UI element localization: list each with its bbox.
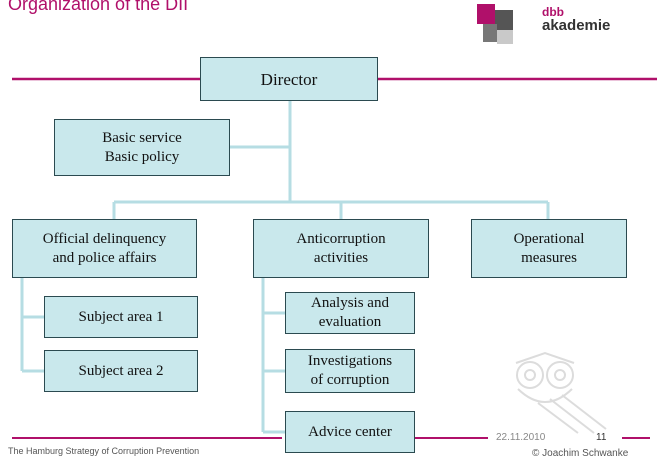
official-delinquency-box: Official delinquency and police affairs <box>12 219 197 278</box>
operational-measures-box: Operational measures <box>471 219 627 278</box>
operational-measures-line-2: measures <box>521 249 577 266</box>
logo-line-1: dbb <box>542 5 564 19</box>
dbb-akademie-logo: dbb akademie <box>542 5 611 34</box>
slide-title: Organization of the DII <box>8 0 189 14</box>
analysis-evaluation-line-1: Analysis and <box>311 295 389 311</box>
subject-area-1-label: Subject area 1 <box>78 308 164 325</box>
footer-date: 22.11.2010 <box>496 432 546 443</box>
anticorruption-line-1: Anticorruption <box>296 230 386 247</box>
subject-area-2-box: Subject area 2 <box>44 350 198 392</box>
anticorruption-line-2: activities <box>313 249 369 266</box>
logo-line-2: akademie <box>542 17 611 34</box>
operational-measures-line-1: Operational <box>513 230 585 247</box>
subject-area-1-box: Subject area 1 <box>44 296 198 338</box>
basic-service-box: Basic service Basic policy <box>54 119 230 176</box>
basic-service-line-1: Basic service <box>102 129 182 146</box>
footer-page-number: 11 <box>596 432 607 443</box>
owl-watermark-icon <box>515 351 607 434</box>
director-box: Director <box>200 57 378 101</box>
footer-presentation-title: The Hamburg Strategy of Corruption Preve… <box>8 446 200 456</box>
subject-area-2-label: Subject area 2 <box>78 362 164 379</box>
advice-center-box: Advice center <box>285 411 415 453</box>
investigations-line-1: Investigations <box>307 353 393 369</box>
anticorruption-box: Anticorruption activities <box>253 219 429 278</box>
dbb-logo-icon <box>477 4 513 44</box>
investigations-line-2: of corruption <box>310 372 390 388</box>
official-delinquency-line-1: Official delinquency <box>42 230 167 247</box>
advice-center-label: Advice center <box>308 423 392 440</box>
analysis-evaluation-line-2: evaluation <box>318 314 382 330</box>
investigations-box: Investigations of corruption <box>285 349 415 393</box>
analysis-evaluation-box: Analysis and evaluation <box>285 292 415 334</box>
official-delinquency-line-2: and police affairs <box>52 249 157 266</box>
director-label: Director <box>260 69 318 89</box>
footer-author: © Joachim Schwanke <box>532 448 629 459</box>
basic-service-line-2: Basic policy <box>104 148 180 165</box>
